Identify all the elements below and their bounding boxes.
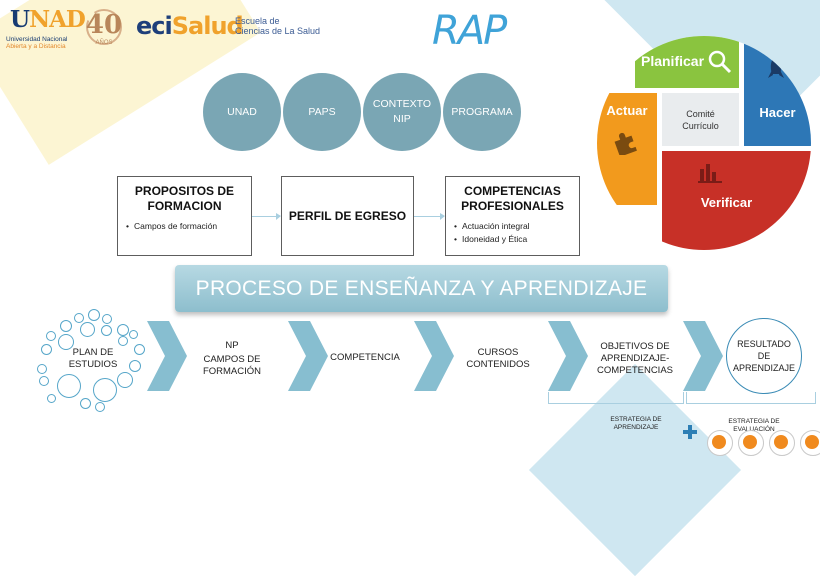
bracket-aprendizaje (548, 392, 684, 404)
bubble (47, 394, 56, 403)
process-banner: PROCESO DE ENSEÑANZA Y APRENDIZAJE (175, 265, 668, 312)
certification-badge-icon (800, 430, 820, 456)
bubble (118, 336, 128, 346)
bubble (57, 374, 81, 398)
bubble (58, 334, 74, 350)
pdca-actuar: Actuar (597, 93, 657, 205)
bubble (101, 325, 112, 336)
bracket-evaluacion (686, 392, 816, 404)
circle-unad: UNAD (203, 73, 281, 151)
page-title: RAP (432, 8, 507, 54)
box-perfil: PERFIL DE EGRESO (281, 176, 414, 256)
bubble (117, 324, 129, 336)
bubble (129, 360, 141, 372)
plus-cross-icon (683, 425, 697, 439)
bubble (95, 402, 105, 412)
bubble (93, 378, 117, 402)
connector-arrow (414, 213, 445, 220)
flow-chevron (147, 321, 187, 391)
box-competencias-title: COMPETENCIAS PROFESIONALES (461, 184, 564, 213)
bubble (134, 344, 145, 355)
pdca-verificar: Verificar (662, 151, 811, 250)
pdca-hacer: Hacer (744, 36, 811, 146)
puzzle-icon (614, 132, 637, 155)
pdca-cycle: Planificar Hacer Actuar Verificar Comité… (597, 36, 811, 250)
box-propositos-list: Campos de formación (122, 220, 247, 233)
bubble (129, 330, 138, 339)
pdca-center: Comité Currículo (662, 93, 739, 146)
box-propositos: PROPOSITOS DE FORMACION Campos de formac… (117, 176, 252, 256)
box-propositos-title: PROPOSITOS DE FORMACION (134, 184, 235, 213)
anniversary-number: 40 (85, 10, 123, 40)
magnifier-icon (708, 50, 732, 74)
ecisalud-logo: eciSalud (136, 12, 244, 40)
unad-logo: UNAD (10, 6, 86, 33)
bubble (117, 372, 133, 388)
bubble (74, 313, 84, 323)
flow-chevron (548, 321, 588, 391)
flow-chevron (288, 321, 328, 391)
school-name: Escuela de Ciencias de La Salud (235, 16, 321, 36)
box-perfil-title: PERFIL DE EGRESO (288, 208, 407, 223)
certification-badge-icon (738, 430, 764, 456)
anniversary-ring-icon (86, 9, 122, 45)
bubble (41, 344, 52, 355)
bar-chart-icon (698, 164, 722, 183)
list-item: Idoneidad y Ética (454, 233, 575, 246)
bubble (60, 320, 72, 332)
flow-competencia: COMPETENCIA (330, 352, 400, 363)
bubble (88, 309, 100, 321)
flow-chevron (414, 321, 454, 391)
bubble (37, 364, 47, 374)
pdca-planificar: Planificar (635, 36, 739, 88)
bubble (80, 322, 95, 337)
list-item: Actuación integral (454, 220, 575, 233)
bubble (46, 331, 56, 341)
unad-logo-caption: Universidad Nacional Abierta y a Distanc… (6, 36, 68, 50)
connector-arrow (252, 213, 281, 220)
flow-chevron (683, 321, 723, 391)
bubble (80, 398, 91, 409)
certification-badge-icon (769, 430, 795, 456)
certification-badge-icon (707, 430, 733, 456)
anniversary-caption: AÑOS (95, 40, 113, 46)
circle-paps: PAPS (283, 73, 361, 151)
bubble (39, 376, 49, 386)
bubble (102, 314, 112, 324)
rocket-icon (768, 55, 784, 78)
box-competencias-list: Actuación integral Idoneidad y Ética (450, 220, 575, 246)
box-competencias: COMPETENCIAS PROFESIONALES Actuación int… (445, 176, 580, 256)
circle-programa: PROGRAMA (443, 73, 521, 151)
list-item: Campos de formación (126, 220, 247, 233)
bubble-cluster (33, 306, 153, 416)
